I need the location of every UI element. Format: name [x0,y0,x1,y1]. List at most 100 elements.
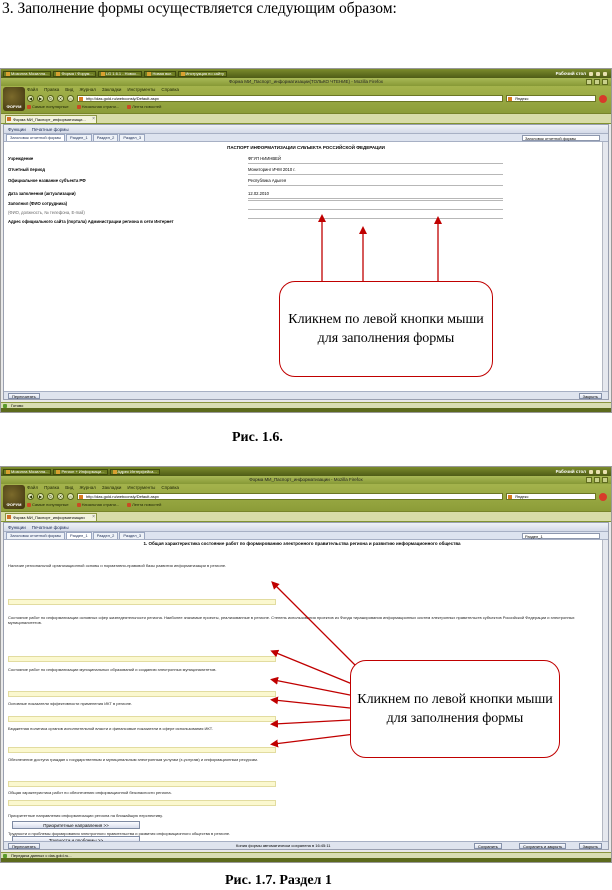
menu-edit[interactable]: Правка [44,87,60,92]
tray-icon[interactable] [596,469,600,474]
browser-tab[interactable]: Форма МИ_Паспорт_информатизаци...× [5,115,97,123]
menu-edit[interactable]: Правка [44,485,60,490]
forward-icon[interactable]: ▶ [37,95,44,102]
field-value[interactable]: Мониторинг ИЧМ 2010 г. [248,166,503,175]
bookmark-item[interactable]: Самые популярные [27,104,69,109]
bookmark-item[interactable]: Лента новостей [127,104,161,109]
menu-bookmarks[interactable]: Закладки [101,87,122,92]
taskbar-item[interactable]: Новая вкл. [144,70,176,77]
answer-input[interactable] [8,691,276,697]
functions-menu[interactable]: Функции [8,524,26,530]
field-value[interactable]: 12.02.2010 [248,190,503,199]
menu-view[interactable]: Вид [65,87,74,92]
stop-icon[interactable]: ✕ [57,493,64,500]
menu-view[interactable]: Вид [65,485,74,490]
maximize-icon[interactable] [594,79,600,85]
tab-section-2[interactable]: Раздел_2 [92,134,119,141]
forward-icon[interactable]: ▶ [37,493,44,500]
maximize-icon[interactable] [594,477,600,483]
desktop-label[interactable]: Рабочий стол [555,71,586,76]
answer-input[interactable] [8,800,276,806]
tray-icon[interactable] [596,71,600,76]
browser-tab[interactable]: Форма МИ_Паспорт_информатизации× [5,513,97,521]
contacts-input[interactable] [248,209,503,210]
close-button[interactable]: Закрыть [578,393,602,399]
bookmark-item[interactable]: Самые популярные [27,502,69,507]
address-bar[interactable]: http://das.gold.ru/webconsly/Default.asp… [77,493,503,500]
tray-icon[interactable] [589,71,593,76]
menu-file[interactable]: Файл [27,485,39,490]
tab-section-2[interactable]: Раздел_2 [92,532,119,539]
answer-input[interactable] [8,599,276,605]
menu-tools[interactable]: Инструменты [127,485,156,490]
field-value[interactable]: ФГУП НИИНВЕЙ [248,155,503,164]
close-icon[interactable] [602,79,608,85]
priority-directions-button[interactable]: Приоритетные направления >> [12,821,140,829]
taskbar-item[interactable]: Мозилла Мозилла... [3,468,52,475]
taskbar-item[interactable]: Форма / Форум... [53,70,96,77]
tab-section-3[interactable]: Раздел_3 [119,532,146,539]
bookmark-item[interactable]: Начальная страни... [76,502,119,507]
menu-history[interactable]: Журнал [79,87,96,92]
answer-input[interactable] [8,716,276,722]
section-select[interactable]: Заголовок отчетной формы [522,135,600,141]
reload-icon[interactable]: ↻ [47,95,54,102]
close-icon[interactable] [602,477,608,483]
address-bar[interactable]: http://das.gold.ru/webconsly/Default.asp… [77,95,503,102]
field-label: Отчетный период [8,167,46,172]
close-button[interactable]: Закрыть [578,843,602,849]
bookmark-item[interactable]: Лента новостей [127,502,161,507]
vertical-scrollbar[interactable] [602,142,608,391]
tab-form-header[interactable]: Заголовок отчетной формы [6,134,66,141]
menu-help[interactable]: Справка [161,485,180,490]
addon-icon[interactable] [599,94,607,103]
menu-file[interactable]: Файл [27,87,39,92]
back-icon[interactable]: ◀ [27,95,34,102]
tab-section-1[interactable]: Раздел_1 [66,532,92,539]
minimize-icon[interactable] [586,477,592,483]
print-forms-menu[interactable]: Печатные формы [31,126,69,132]
recalculate-button[interactable]: Пересчитать [8,393,40,399]
save-and-close-button[interactable]: Сохранить и закрыть [519,843,567,849]
website-input[interactable] [248,218,503,219]
recalculate-button[interactable]: Пересчитать [8,843,40,849]
save-button[interactable]: Сохранить [474,843,502,849]
tab-close-icon[interactable]: × [92,514,95,520]
tab-section-3[interactable]: Раздел_3 [119,134,146,141]
print-forms-menu[interactable]: Печатные формы [31,524,69,530]
home-icon[interactable]: ⌂ [67,493,74,500]
section-select[interactable]: Раздел_1 [522,533,600,539]
back-icon[interactable]: ◀ [27,493,34,500]
search-input[interactable]: Яндекс [506,493,596,500]
tab-form-header[interactable]: Заголовок отчетной формы [6,532,66,539]
menu-bookmarks[interactable]: Закладки [101,485,122,490]
taskbar-item[interactable]: Мозилла Мозилла... [3,70,52,77]
taskbar-item[interactable]: Адрес Интерфейса... [109,468,160,475]
tray-icon[interactable] [589,469,593,474]
answer-input[interactable] [8,781,276,787]
filler-name-input[interactable] [248,200,503,201]
menu-history[interactable]: Журнал [79,485,96,490]
field-value[interactable]: Республика Адыгея [248,177,503,186]
menu-tools[interactable]: Инструменты [127,87,156,92]
vertical-scrollbar[interactable] [602,540,608,841]
desktop-label[interactable]: Рабочий стол [555,469,586,474]
taskbar-item[interactable]: Инструкция по сайту [177,70,227,77]
tray-icon[interactable] [603,469,607,474]
menu-help[interactable]: Справка [161,87,180,92]
bookmark-item[interactable]: Начальная страни... [76,104,119,109]
search-input[interactable]: Яндекс [506,95,596,102]
functions-menu[interactable]: Функции [8,126,26,132]
minimize-icon[interactable] [586,79,592,85]
answer-input[interactable] [8,747,276,753]
stop-icon[interactable]: ✕ [57,95,64,102]
answer-input[interactable] [8,656,276,662]
home-icon[interactable]: ⌂ [67,95,74,102]
addon-icon[interactable] [599,492,607,501]
reload-icon[interactable]: ↻ [47,493,54,500]
taskbar-item[interactable]: LG 1.6.1 - Новос... [97,70,143,77]
tray-icon[interactable] [603,71,607,76]
tab-section-1[interactable]: Раздел_1 [66,134,92,141]
taskbar-item[interactable]: Регион + Информаци... [53,468,108,475]
tab-close-icon[interactable]: × [92,116,95,122]
